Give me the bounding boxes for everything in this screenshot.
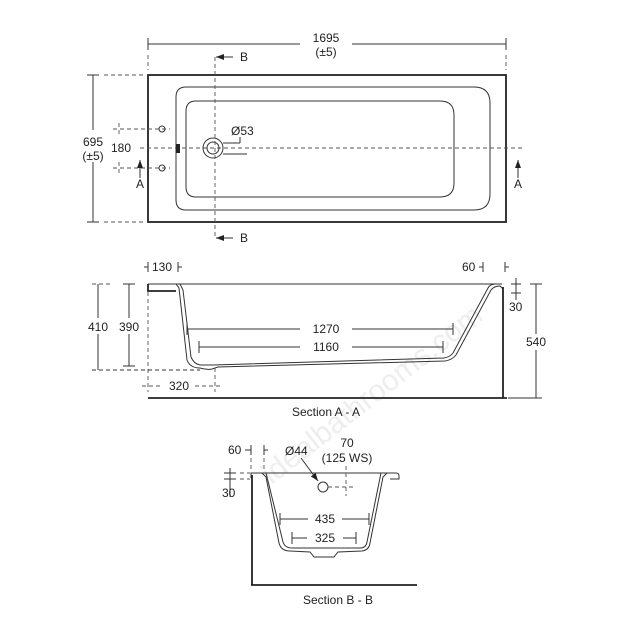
waste-outlet-icon: [202, 137, 224, 159]
rim-thickness-dimension: 30: [509, 300, 523, 314]
base-length-bottom-dimension: 1160: [313, 340, 339, 354]
length-dimension: 1695: [313, 31, 340, 45]
rim-width-dimension: 60: [228, 443, 242, 457]
basin-outline: [185, 100, 455, 198]
rim-left-dimension: 130: [152, 260, 172, 274]
tap-hole-icon: [158, 125, 166, 133]
section-a-label-left: A: [136, 177, 144, 191]
overflow-mark: [176, 144, 180, 153]
section-a-label-right: A: [514, 177, 522, 191]
tap-hole-icon: [158, 164, 166, 172]
outer-height-dimension: 410: [88, 320, 108, 334]
section-b-b-title: Section B - B: [303, 593, 373, 607]
inner-depth-dimension: 390: [119, 320, 139, 334]
overall-height-dimension: 540: [526, 335, 546, 349]
base-length-top-dimension: 1270: [313, 322, 340, 336]
rim-right-dimension: 60: [462, 260, 476, 274]
section-b-b: 60 30 Ø44 70 (125 WS) 435 325 Section B …: [222, 436, 417, 607]
section-a-a: 130 60 30 410 390 540 1270 1160 320 Sect…: [84, 260, 550, 419]
section-b-label-bottom: B: [240, 231, 248, 245]
overflow-hole-icon: [317, 481, 329, 493]
section-a-a-title: Section A - A: [292, 405, 360, 419]
bath-cross-profile: [261, 472, 388, 558]
width-top-dimension: 435: [315, 512, 335, 526]
plan-view: 1695 (±5) 695 (±5) 180 Ø53 A A B B: [78, 30, 522, 245]
overflow-diameter: Ø44: [285, 444, 308, 458]
rim-inner: [175, 86, 491, 211]
length-tolerance: (±5): [315, 45, 336, 59]
overflow-ws-dimension: (125 WS): [322, 451, 373, 465]
bath-profile: [175, 283, 504, 370]
waste-diameter: Ø53: [231, 124, 254, 138]
width-dimension: 695: [83, 135, 103, 149]
section-b-label-top: B: [240, 50, 248, 64]
tap-spacing-dimension: 180: [111, 141, 131, 155]
rim-thickness-b-dimension: 30: [222, 486, 236, 500]
bath-outline: [147, 74, 507, 223]
overflow-height-dimension: 70: [340, 436, 354, 450]
width-bottom-dimension: 325: [315, 531, 335, 545]
waste-offset-dimension: 320: [169, 379, 189, 393]
width-tolerance: (±5): [82, 149, 103, 163]
